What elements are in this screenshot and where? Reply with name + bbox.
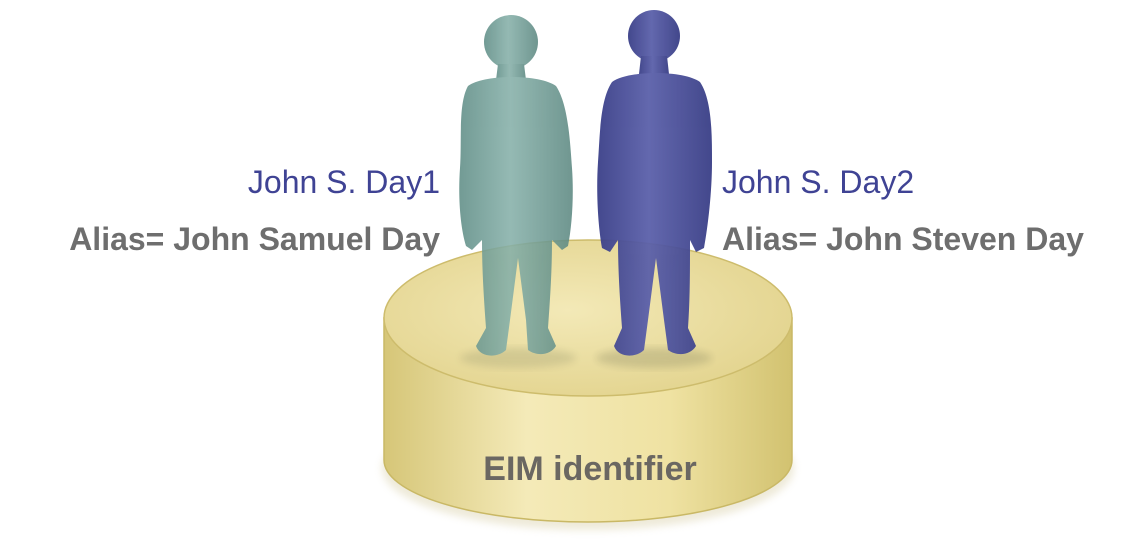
person-1-alias: Alias= John Samuel Day (69, 221, 440, 257)
person-1-silhouette (459, 15, 576, 368)
identifier-label: EIM identifier (483, 450, 696, 488)
identifier-cylinder: EIM identifier (382, 239, 794, 530)
person-2-alias: Alias= John Steven Day (722, 221, 1084, 257)
person-2-name: John S. Day2 (722, 164, 914, 200)
person-1-name: John S. Day1 (248, 164, 440, 200)
cylinder-top (383, 239, 793, 397)
person-2-silhouette (596, 10, 712, 368)
